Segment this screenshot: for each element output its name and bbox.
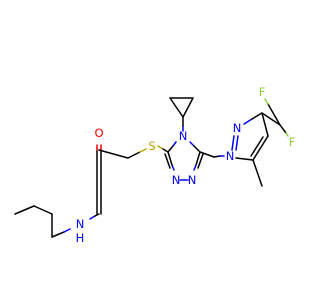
atom-amide-hydrogen: H: [76, 231, 85, 245]
molecule-canvas: O N H S N N N N N F F: [14, 85, 296, 245]
bond-n2-c3: [167, 151, 173, 166]
atom-fluorine-1: F: [259, 85, 266, 99]
bond-c3-c4: [261, 112, 269, 137]
bond-methyl-a: [14, 205, 35, 215]
bond-s-triazole: [162, 148, 169, 153]
bond-n4-c5-blue: [189, 141, 195, 147]
bond-chf2-f2-black: [279, 124, 287, 134]
bond-n4-c5: [193, 145, 201, 153]
bond-c3-chf2-b: [261, 112, 281, 126]
atom-triazole-n2: N: [188, 173, 197, 187]
bond-ch2-n: [51, 231, 65, 238]
bond-c4-c5-double: [250, 136, 264, 157]
bond-pn1-pn2-double: [235, 135, 239, 151]
bond-s-triazole-gold: [157, 145, 164, 150]
bond-cp-1: [169, 97, 184, 118]
atom-fluorine-2: F: [289, 135, 296, 149]
bond-cp-3: [182, 97, 194, 118]
bond-c5-n1-double: [197, 153, 204, 169]
bond-c3-n4: [167, 145, 174, 153]
bond-ch2-s: [127, 151, 141, 159]
bond-ch2-pyrazole: [213, 155, 221, 158]
atom-triazole-n3: N: [172, 173, 181, 187]
bond-n-carbonyl-blue: [89, 215, 96, 220]
bond-methyl-b: [33, 205, 53, 215]
atom-triazole-n4: N: [179, 129, 188, 143]
molecule-structure: O N H S N N N N N F F: [14, 85, 296, 245]
atom-sulfur: S: [148, 139, 155, 153]
bond-ch2-n-blue: [63, 228, 71, 233]
atom-label-layer: O N H S N N N N N F F: [76, 85, 296, 245]
bond-c3-n4-blue: [172, 141, 177, 147]
bond-pn2-c3-blue: [243, 118, 253, 125]
bond-pn1-pn2: [231, 135, 235, 151]
bond-layer: [14, 97, 289, 238]
bond-n2-c3-blue: [171, 164, 175, 171]
atom-pyrazole-n1: N: [226, 149, 235, 163]
bond-n2-c3-double: [164, 153, 171, 169]
bond-carbonyl-ch2: [98, 149, 129, 159]
bond-pn2-c3: [251, 112, 263, 120]
bond-c5-pn1: [235, 157, 254, 161]
atom-amide-nitrogen: N: [76, 217, 85, 231]
bond-ch2-s-gold: [139, 148, 147, 153]
bond-chf2-f2-green: [285, 132, 289, 137]
bond-methyl-pyrazole: [252, 159, 263, 187]
bond-c5-n1: [195, 151, 201, 166]
atom-pyrazole-n2: N: [233, 121, 242, 135]
atom-oxygen: O: [94, 126, 103, 140]
bond-c5-ch2: [199, 151, 215, 158]
bond-n-carbonyl: [94, 213, 100, 217]
bond-c4-c5: [252, 135, 269, 161]
bond-chf2-f1-black: [267, 103, 281, 126]
bond-c5-n1-blue: [193, 164, 197, 171]
bond-chf2-f1-green: [264, 98, 269, 105]
